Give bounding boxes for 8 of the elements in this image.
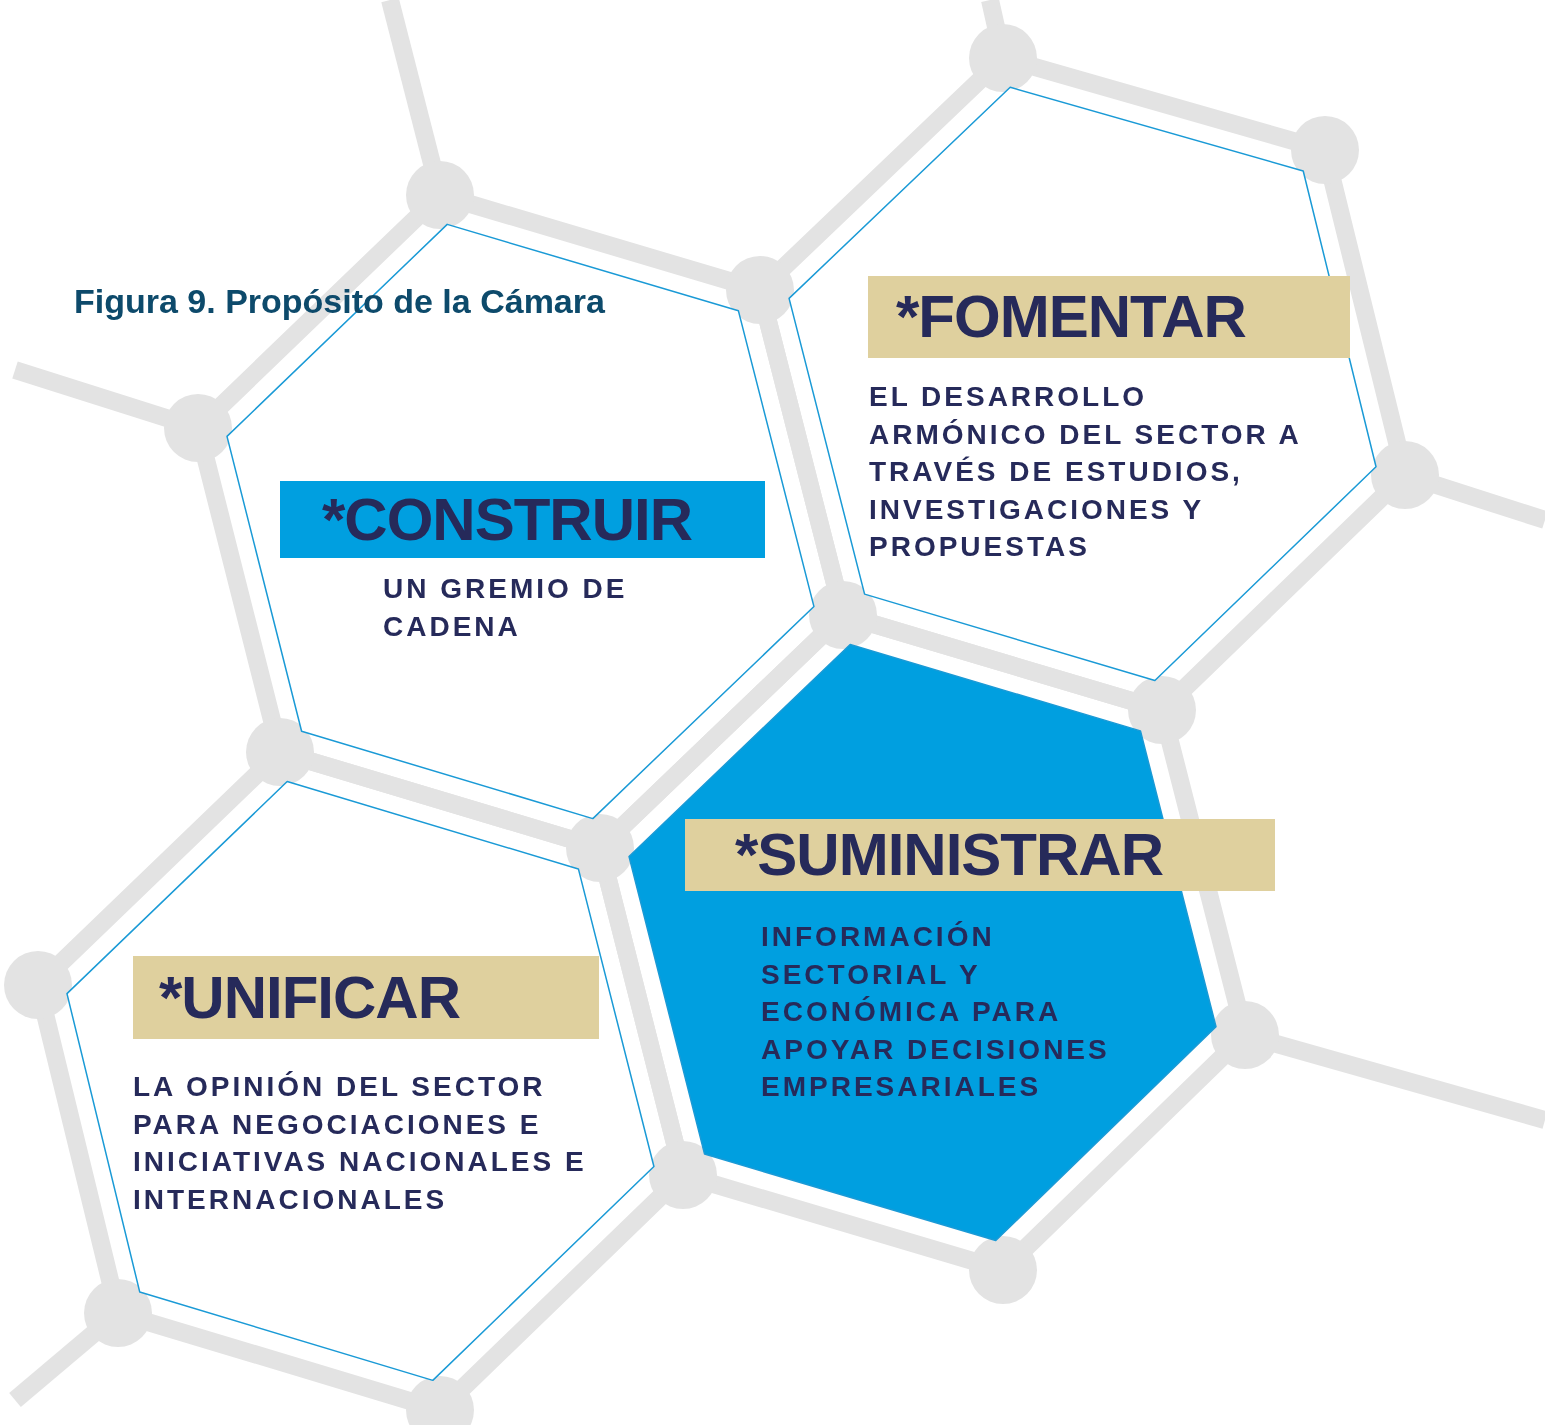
description-text: INFORMACIÓN SECTORIAL Y ECONÓMICA PARA APOYAR DECISIONES EMPRESARIALES <box>761 920 1111 1104</box>
description-text: LA OPINIÓN DEL SECTOR PARA NEGOCIACIONES E INICIATIVAS NACIONALES E INTERNACIONALES <box>133 1070 588 1217</box>
description-text: EL DESARROLLO ARMÓNICO DEL SECTOR A TRAVÉS DE ESTUDIOS, INVESTIGACIONES Y PROPUESTAS <box>869 380 1302 564</box>
heading-label: *UNIFICAR <box>133 956 599 1039</box>
heading-label: *SUMINISTRAR <box>685 819 1275 891</box>
heading-label: *FOMENTAR <box>868 276 1350 358</box>
heading-label: *CONSTRUIR <box>280 481 765 558</box>
description-text: UN GREMIO DE CADENA <box>383 572 629 644</box>
